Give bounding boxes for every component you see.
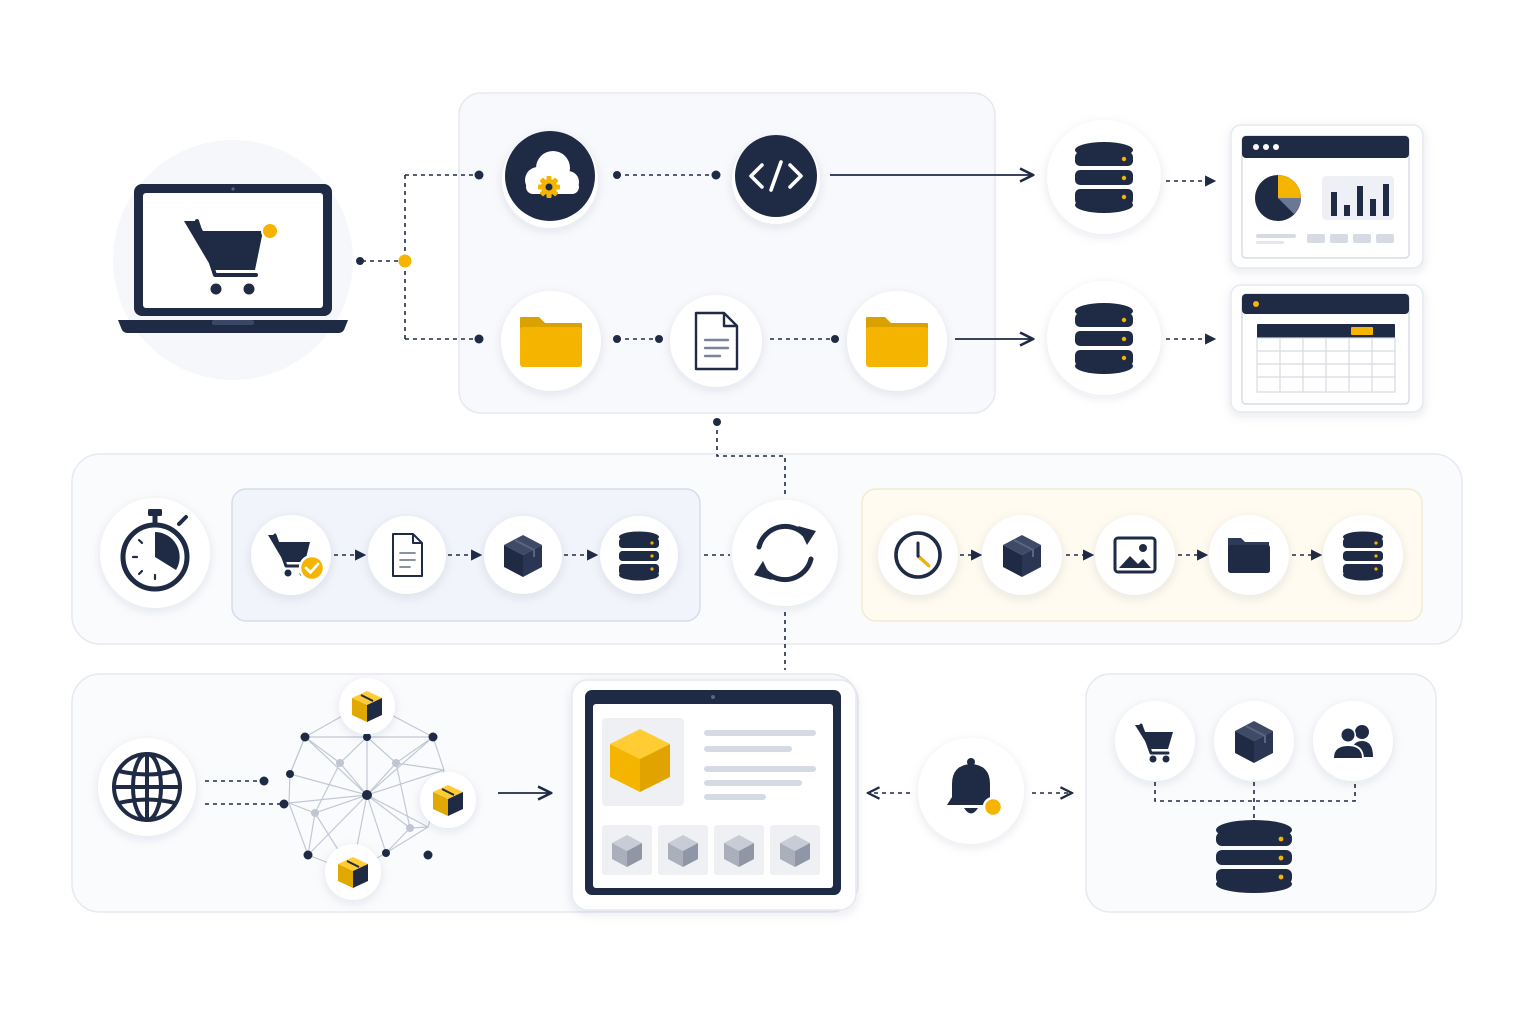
folder-icon bbox=[1209, 515, 1289, 595]
analytics-dashboard-icon bbox=[1230, 124, 1424, 269]
network-node bbox=[300, 732, 310, 742]
connector bbox=[1154, 782, 1356, 802]
document-icon bbox=[670, 295, 762, 387]
document-icon bbox=[368, 516, 446, 594]
network-node bbox=[428, 732, 438, 742]
cube-icon bbox=[612, 835, 642, 867]
database-icon bbox=[1323, 515, 1403, 595]
network-node bbox=[423, 850, 433, 860]
database-icon bbox=[1216, 820, 1292, 893]
network-node bbox=[303, 850, 313, 860]
connector-dots bbox=[259, 170, 839, 809]
junction-dot bbox=[259, 776, 269, 786]
product-box-icon bbox=[602, 718, 684, 806]
junction-dot bbox=[474, 170, 484, 180]
clock-icon bbox=[878, 515, 958, 595]
folder-icon bbox=[847, 291, 947, 391]
product-viewer bbox=[571, 679, 857, 911]
box-icon bbox=[339, 678, 395, 734]
globe-icon bbox=[98, 738, 196, 836]
database-icon bbox=[1047, 120, 1161, 234]
laptop-shopping-cart-icon bbox=[113, 140, 353, 380]
notification-dot bbox=[261, 222, 279, 240]
cart-check-icon bbox=[251, 515, 331, 595]
network-node bbox=[363, 733, 371, 741]
table-window-icon bbox=[1230, 284, 1424, 413]
network-node bbox=[362, 790, 372, 800]
box-icon bbox=[484, 516, 562, 594]
box-icon bbox=[420, 772, 476, 828]
network-node bbox=[392, 759, 400, 767]
image-icon bbox=[1095, 515, 1175, 595]
connector bbox=[716, 422, 786, 496]
junction-dot bbox=[831, 335, 839, 343]
box-icon bbox=[982, 515, 1062, 595]
connectors bbox=[205, 174, 1356, 820]
shopping-cart-icon bbox=[184, 219, 263, 295]
network-node bbox=[336, 759, 344, 767]
notification-dot bbox=[982, 796, 1004, 818]
network-node bbox=[406, 824, 414, 832]
junction-dot bbox=[713, 418, 721, 426]
folder-icon bbox=[501, 291, 601, 391]
cloud-gear-icon bbox=[502, 131, 598, 228]
pie-chart-icon bbox=[1255, 175, 1301, 221]
cube-icon bbox=[668, 835, 698, 867]
split-accent-dot bbox=[398, 254, 412, 268]
database-icon bbox=[1047, 281, 1161, 395]
stopwatch-icon bbox=[100, 498, 210, 608]
junction-dot bbox=[613, 335, 621, 343]
users-icon bbox=[1313, 701, 1393, 781]
network-nodes bbox=[286, 732, 438, 860]
junction-dot bbox=[356, 257, 364, 265]
junction-dot bbox=[613, 171, 621, 179]
gear-icon bbox=[538, 176, 560, 198]
network-node bbox=[286, 770, 294, 778]
cube-icon bbox=[724, 835, 754, 867]
cart-icon bbox=[1115, 701, 1195, 781]
bell-icon bbox=[918, 738, 1024, 844]
check-badge-icon bbox=[298, 554, 326, 582]
box-icon bbox=[325, 844, 381, 900]
junction-dot bbox=[279, 799, 289, 809]
network-node bbox=[382, 849, 390, 857]
cube-icon bbox=[780, 835, 810, 867]
bar-chart-icon bbox=[1322, 176, 1394, 220]
sync-icon bbox=[732, 500, 838, 606]
network-node bbox=[311, 809, 319, 817]
junction-dot bbox=[474, 334, 484, 344]
junction-dot bbox=[655, 335, 663, 343]
box-icon bbox=[1214, 701, 1294, 781]
code-icon bbox=[732, 135, 820, 224]
solid-arrows bbox=[498, 175, 1033, 793]
cube-row bbox=[602, 825, 820, 875]
database-icon bbox=[600, 516, 678, 594]
junction-dot bbox=[711, 170, 721, 180]
